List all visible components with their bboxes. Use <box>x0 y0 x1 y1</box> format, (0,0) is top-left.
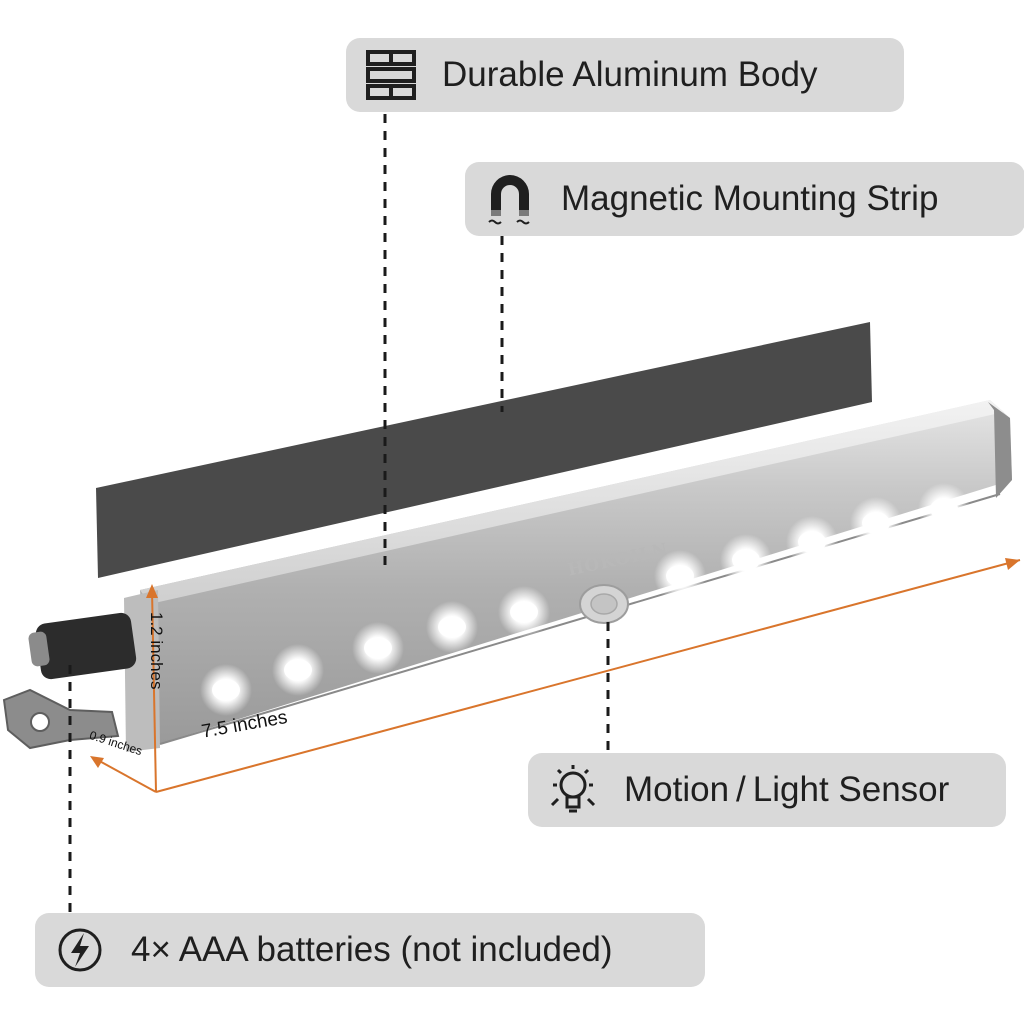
magnetic-strip <box>96 322 872 578</box>
led-light <box>862 512 890 534</box>
led-light <box>732 549 760 571</box>
callout-label: Motion / Light Sensor <box>624 770 950 809</box>
led-light <box>666 565 694 587</box>
leader-lines <box>68 114 610 912</box>
lightning-icon <box>51 921 109 979</box>
callout-label: Magnetic Mounting Strip <box>561 179 939 218</box>
led-light <box>798 531 826 553</box>
light-bulb-sensor-icon <box>544 761 602 819</box>
led-light <box>284 659 312 681</box>
callout-batteries: 4× AAA batteries (not included) <box>35 913 705 987</box>
led-light <box>930 498 958 520</box>
callout-label: 4× AAA batteries (not included) <box>131 930 613 969</box>
callout-aluminum-body: Durable Aluminum Body <box>346 38 904 112</box>
aluminum-layers-icon <box>362 46 420 104</box>
dimension-lines <box>90 558 1021 793</box>
led-light <box>212 679 240 701</box>
callout-label: Durable Aluminum Body <box>442 55 818 94</box>
height-dimension-label: 1.2 inches <box>147 612 166 690</box>
battery-compartment <box>2 612 137 750</box>
led-light <box>438 616 466 638</box>
callout-motion-light-sensor: Motion / Light Sensor <box>528 753 1006 827</box>
led-light <box>510 601 538 623</box>
led-row <box>200 483 970 716</box>
motion-sensor <box>579 584 629 624</box>
callout-magnetic-strip: Magnetic Mounting Strip <box>465 162 1024 236</box>
magnet-icon <box>481 170 539 228</box>
led-light <box>364 637 392 659</box>
